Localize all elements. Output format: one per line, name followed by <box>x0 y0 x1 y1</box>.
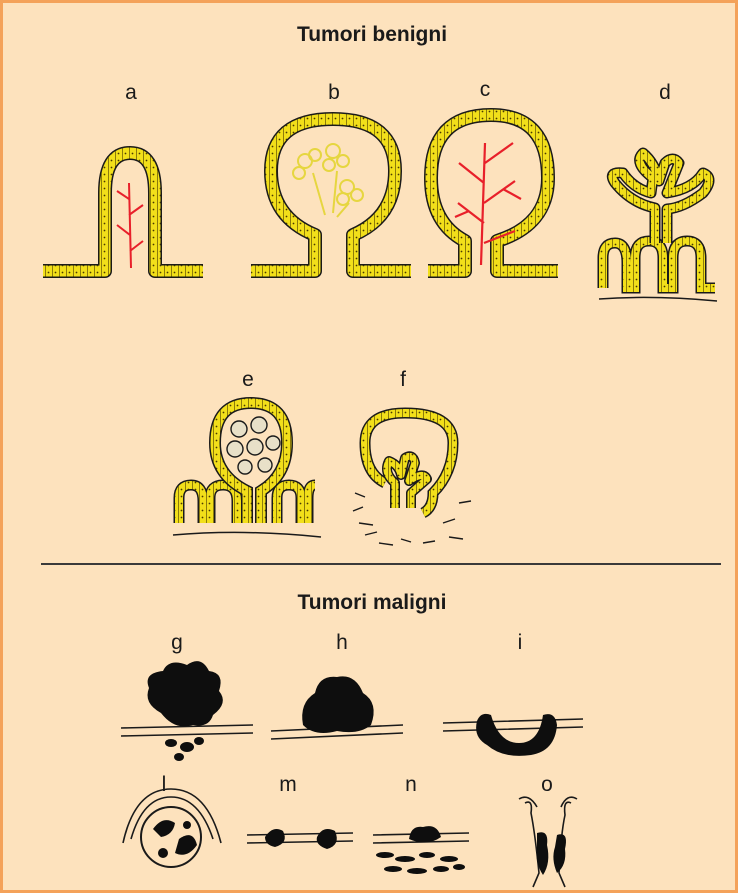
diagram-e-glandular-polyp <box>173 403 321 537</box>
diagram-b-pedunculated-polyp <box>251 119 411 271</box>
diagram-n-diffuse-tumor <box>373 826 469 874</box>
diagram-g-infiltrating-tumor <box>121 661 253 761</box>
tumor-illustrations <box>3 3 738 893</box>
diagram-f-cystic-papilloma <box>353 413 471 545</box>
diagram-d-papilloma <box>599 153 717 301</box>
diagram-c-vascular-polyp <box>428 115 558 271</box>
diagram-a-polyp <box>43 153 203 271</box>
diagram-i-ulcerated-tumor <box>443 714 583 756</box>
diagram-m-superficial-tumor <box>247 829 353 849</box>
diagram-h-exophytic-tumor <box>271 676 403 739</box>
diagram-o-stenosing-tumor <box>519 797 577 887</box>
diagram-l-encapsulated-tumor <box>123 789 221 867</box>
